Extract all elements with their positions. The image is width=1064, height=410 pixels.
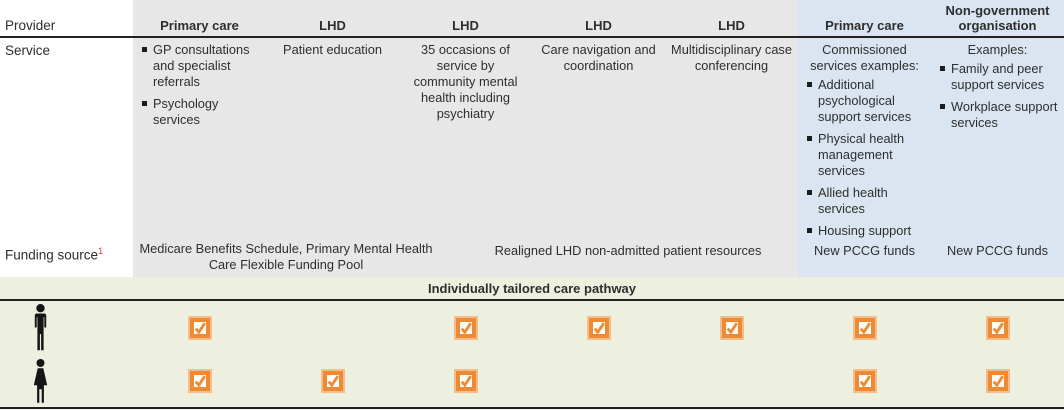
service-item-text: Physical health management services (818, 131, 905, 178)
footnote-marker: 1 (98, 246, 104, 256)
pathway-title: Individually tailored care pathway (427, 280, 637, 296)
service-cell-lhd-1: Patient education (283, 42, 382, 57)
bullet-marker (940, 104, 945, 109)
checked-checkbox-icon (931, 354, 1064, 407)
service-item-text: Housing support (818, 223, 912, 238)
service-item-text: Workplace support services (951, 99, 1058, 130)
bullet-marker (807, 136, 812, 141)
funding-row: Funding source1 Medicare Benefits Schedu… (0, 238, 1064, 277)
bullet-marker (142, 101, 147, 106)
checked-checkbox-icon (665, 301, 798, 354)
bullet-marker (940, 66, 945, 71)
service-item-text: GP consultations and specialist referral… (153, 42, 250, 89)
header-divider (0, 36, 1064, 38)
bullet-marker (807, 228, 812, 233)
list-item: GP consultations and specialist referral… (133, 42, 266, 90)
checked-checkbox-icon (133, 301, 266, 354)
bullet-marker (807, 82, 812, 87)
service-row: Service GP consultations and specialist … (0, 38, 1064, 238)
pathway-band: Individually tailored care pathway (0, 277, 1064, 299)
column-header-primary-care-1: Primary care (160, 18, 239, 33)
pathway-row-female (0, 354, 1064, 407)
funding-cell-pccg-primary-care: New PCCG funds (814, 243, 915, 258)
service-cell-lhd-4: Multidisciplinary case conferencing (671, 42, 792, 73)
service-intro-text: Commissioned services examples: (810, 42, 919, 73)
checked-checkbox-icon (931, 301, 1064, 354)
list-item: Physical health management services (798, 131, 931, 179)
checked-checkbox-icon (798, 354, 931, 407)
checked-checkbox-icon (798, 301, 931, 354)
person-cell (0, 301, 133, 354)
checked-checkbox-icon (266, 354, 399, 407)
column-header-lhd-4: LHD (718, 18, 745, 33)
row-label-funding-source: Funding source1 (5, 243, 103, 264)
funding-cell-realigned-lhd: Realigned LHD non-admitted patient resou… (494, 243, 762, 258)
list-item: Psychology services (133, 96, 266, 128)
bullet-marker (142, 47, 147, 52)
checked-checkbox-icon (399, 301, 532, 354)
pathway-divider (0, 299, 1064, 301)
checked-checkbox-icon (399, 354, 532, 407)
checked-checkbox-icon (532, 301, 665, 354)
checked-checkbox-icon (133, 354, 266, 407)
service-item-text: Allied health services (818, 185, 888, 216)
service-cell-lhd-2: 35 occasions of service by community men… (413, 42, 518, 121)
list-item: Family and peer support services (931, 61, 1064, 93)
funding-cell-medicare: Medicare Benefits Schedule, Primary Ment… (139, 241, 433, 272)
male-person-icon (28, 304, 53, 351)
service-intro-text: Examples: (967, 42, 1028, 57)
female-person-icon (28, 358, 53, 403)
list-item: Housing support (798, 223, 931, 239)
service-cell-ngo: Examples: Family and peer support servic… (931, 38, 1064, 245)
row-label-provider: Provider (5, 18, 56, 33)
service-cell-lhd-3: Care navigation and coordination (541, 42, 656, 73)
list-item: Allied health services (798, 185, 931, 217)
pccg-section-background (798, 0, 1064, 277)
service-item-text: Family and peer support services (951, 61, 1045, 92)
column-header-lhd-1: LHD (319, 18, 346, 33)
person-cell (0, 354, 133, 407)
provider-header-row: Provider Primary care LHD LHD LHD LHD Pr… (0, 0, 1064, 36)
bullet-marker (807, 190, 812, 195)
column-header-primary-care-2: Primary care (825, 18, 904, 33)
pathway-row-male (0, 301, 1064, 354)
service-cell-primary-care-2: Commissioned services examples: Addition… (798, 38, 931, 245)
column-header-ngo: Non-government organisation (945, 3, 1050, 33)
service-item-text: Additional psychological support service… (818, 77, 912, 124)
bottom-divider (0, 407, 1064, 409)
column-header-lhd-2: LHD (452, 18, 479, 33)
row-label-service: Service (5, 43, 51, 58)
column-header-lhd-3: LHD (585, 18, 612, 33)
funding-label-text: Funding source (5, 247, 99, 263)
list-item: Workplace support services (931, 99, 1064, 131)
lhd-section-background (133, 0, 798, 277)
service-cell-primary-care: GP consultations and specialist referral… (133, 38, 266, 245)
list-item: Additional psychological support service… (798, 77, 931, 125)
funding-cell-pccg-ngo: New PCCG funds (947, 243, 1048, 258)
service-item-text: Psychology services (153, 96, 219, 127)
